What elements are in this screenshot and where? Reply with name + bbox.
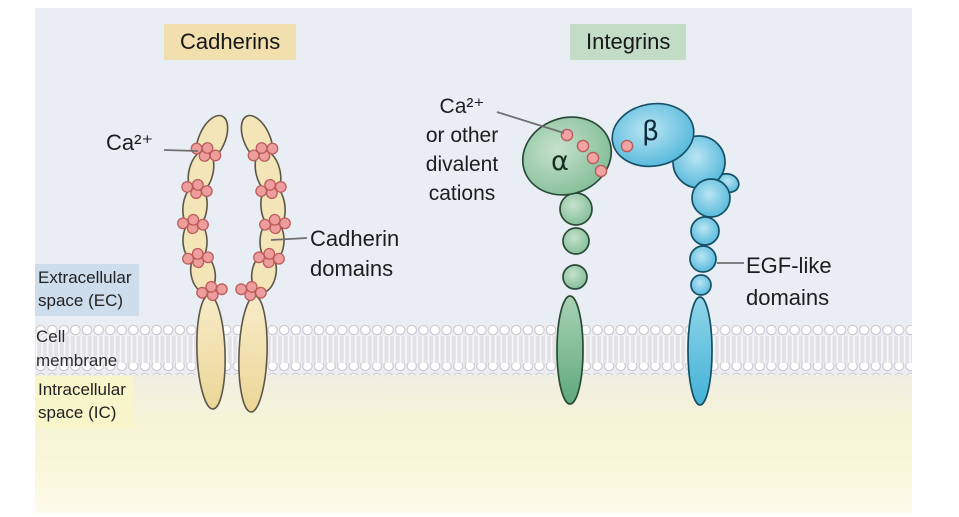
cell-membrane-bilayer: [35, 324, 912, 375]
calcium-label: Ca²⁺: [106, 130, 154, 155]
intracellular-line1: Intracellular: [38, 380, 126, 399]
divalent-cations-label: Ca²⁺ or other divalent cations: [412, 92, 512, 208]
beta-subunit-label: β: [642, 116, 660, 147]
integrin-ca-pointer-line: [496, 111, 565, 134]
intracellular-space-label: Intracellular space (IC): [35, 376, 133, 428]
integrin-beta-head: [611, 102, 695, 168]
ca-cadherin-pointer-line: [163, 149, 199, 152]
extracellular-space-label: Extracellular space (EC): [35, 264, 139, 316]
alpha-subunit-label: α: [551, 146, 569, 177]
divalent-cations-line4: cations: [428, 182, 496, 205]
intracellular-line2: space (IC): [38, 403, 117, 422]
pointer-lines: [163, 111, 744, 264]
integrin-alpha-stalk: [556, 295, 584, 405]
egf-like-domains-label: EGF-like domains: [746, 250, 832, 314]
divalent-cation-dots: [560, 128, 634, 178]
integrins-title: Integrins: [570, 24, 687, 60]
cadherin-domains-line1: Cadherin: [310, 226, 400, 251]
cadherin-domains-label: Cadherin domains: [310, 224, 399, 284]
cadherins-title: Cadherins: [164, 24, 297, 60]
divalent-cations-line1: Ca²⁺: [439, 95, 485, 118]
cadherin-domains-pointer-line: [270, 237, 308, 241]
egf-line2: domains: [746, 285, 830, 310]
membrane-line1: Cell: [36, 327, 66, 346]
integrin-egf-domain-bead: [689, 245, 717, 273]
divalent-cations-line2: or other: [425, 124, 499, 147]
egf-line1: EGF-like: [746, 253, 832, 278]
cell-membrane-label: Cell membrane: [36, 325, 117, 373]
extracellular-line2: space (EC): [38, 291, 124, 310]
membrane-line2: membrane: [36, 351, 118, 370]
divalent-cations-line3: divalent: [425, 153, 499, 176]
integrin-alpha-subunit: [521, 116, 613, 405]
extracellular-line1: Extracellular: [38, 268, 132, 287]
integrin-beta-subunit: [611, 102, 740, 406]
cadherin-domains-line2: domains: [310, 256, 394, 281]
intracellular-space-region: [35, 375, 912, 513]
extracellular-space-region: [35, 8, 912, 324]
integrin-beta-stalk: [687, 296, 713, 406]
integrin-alpha-head: [521, 116, 613, 196]
